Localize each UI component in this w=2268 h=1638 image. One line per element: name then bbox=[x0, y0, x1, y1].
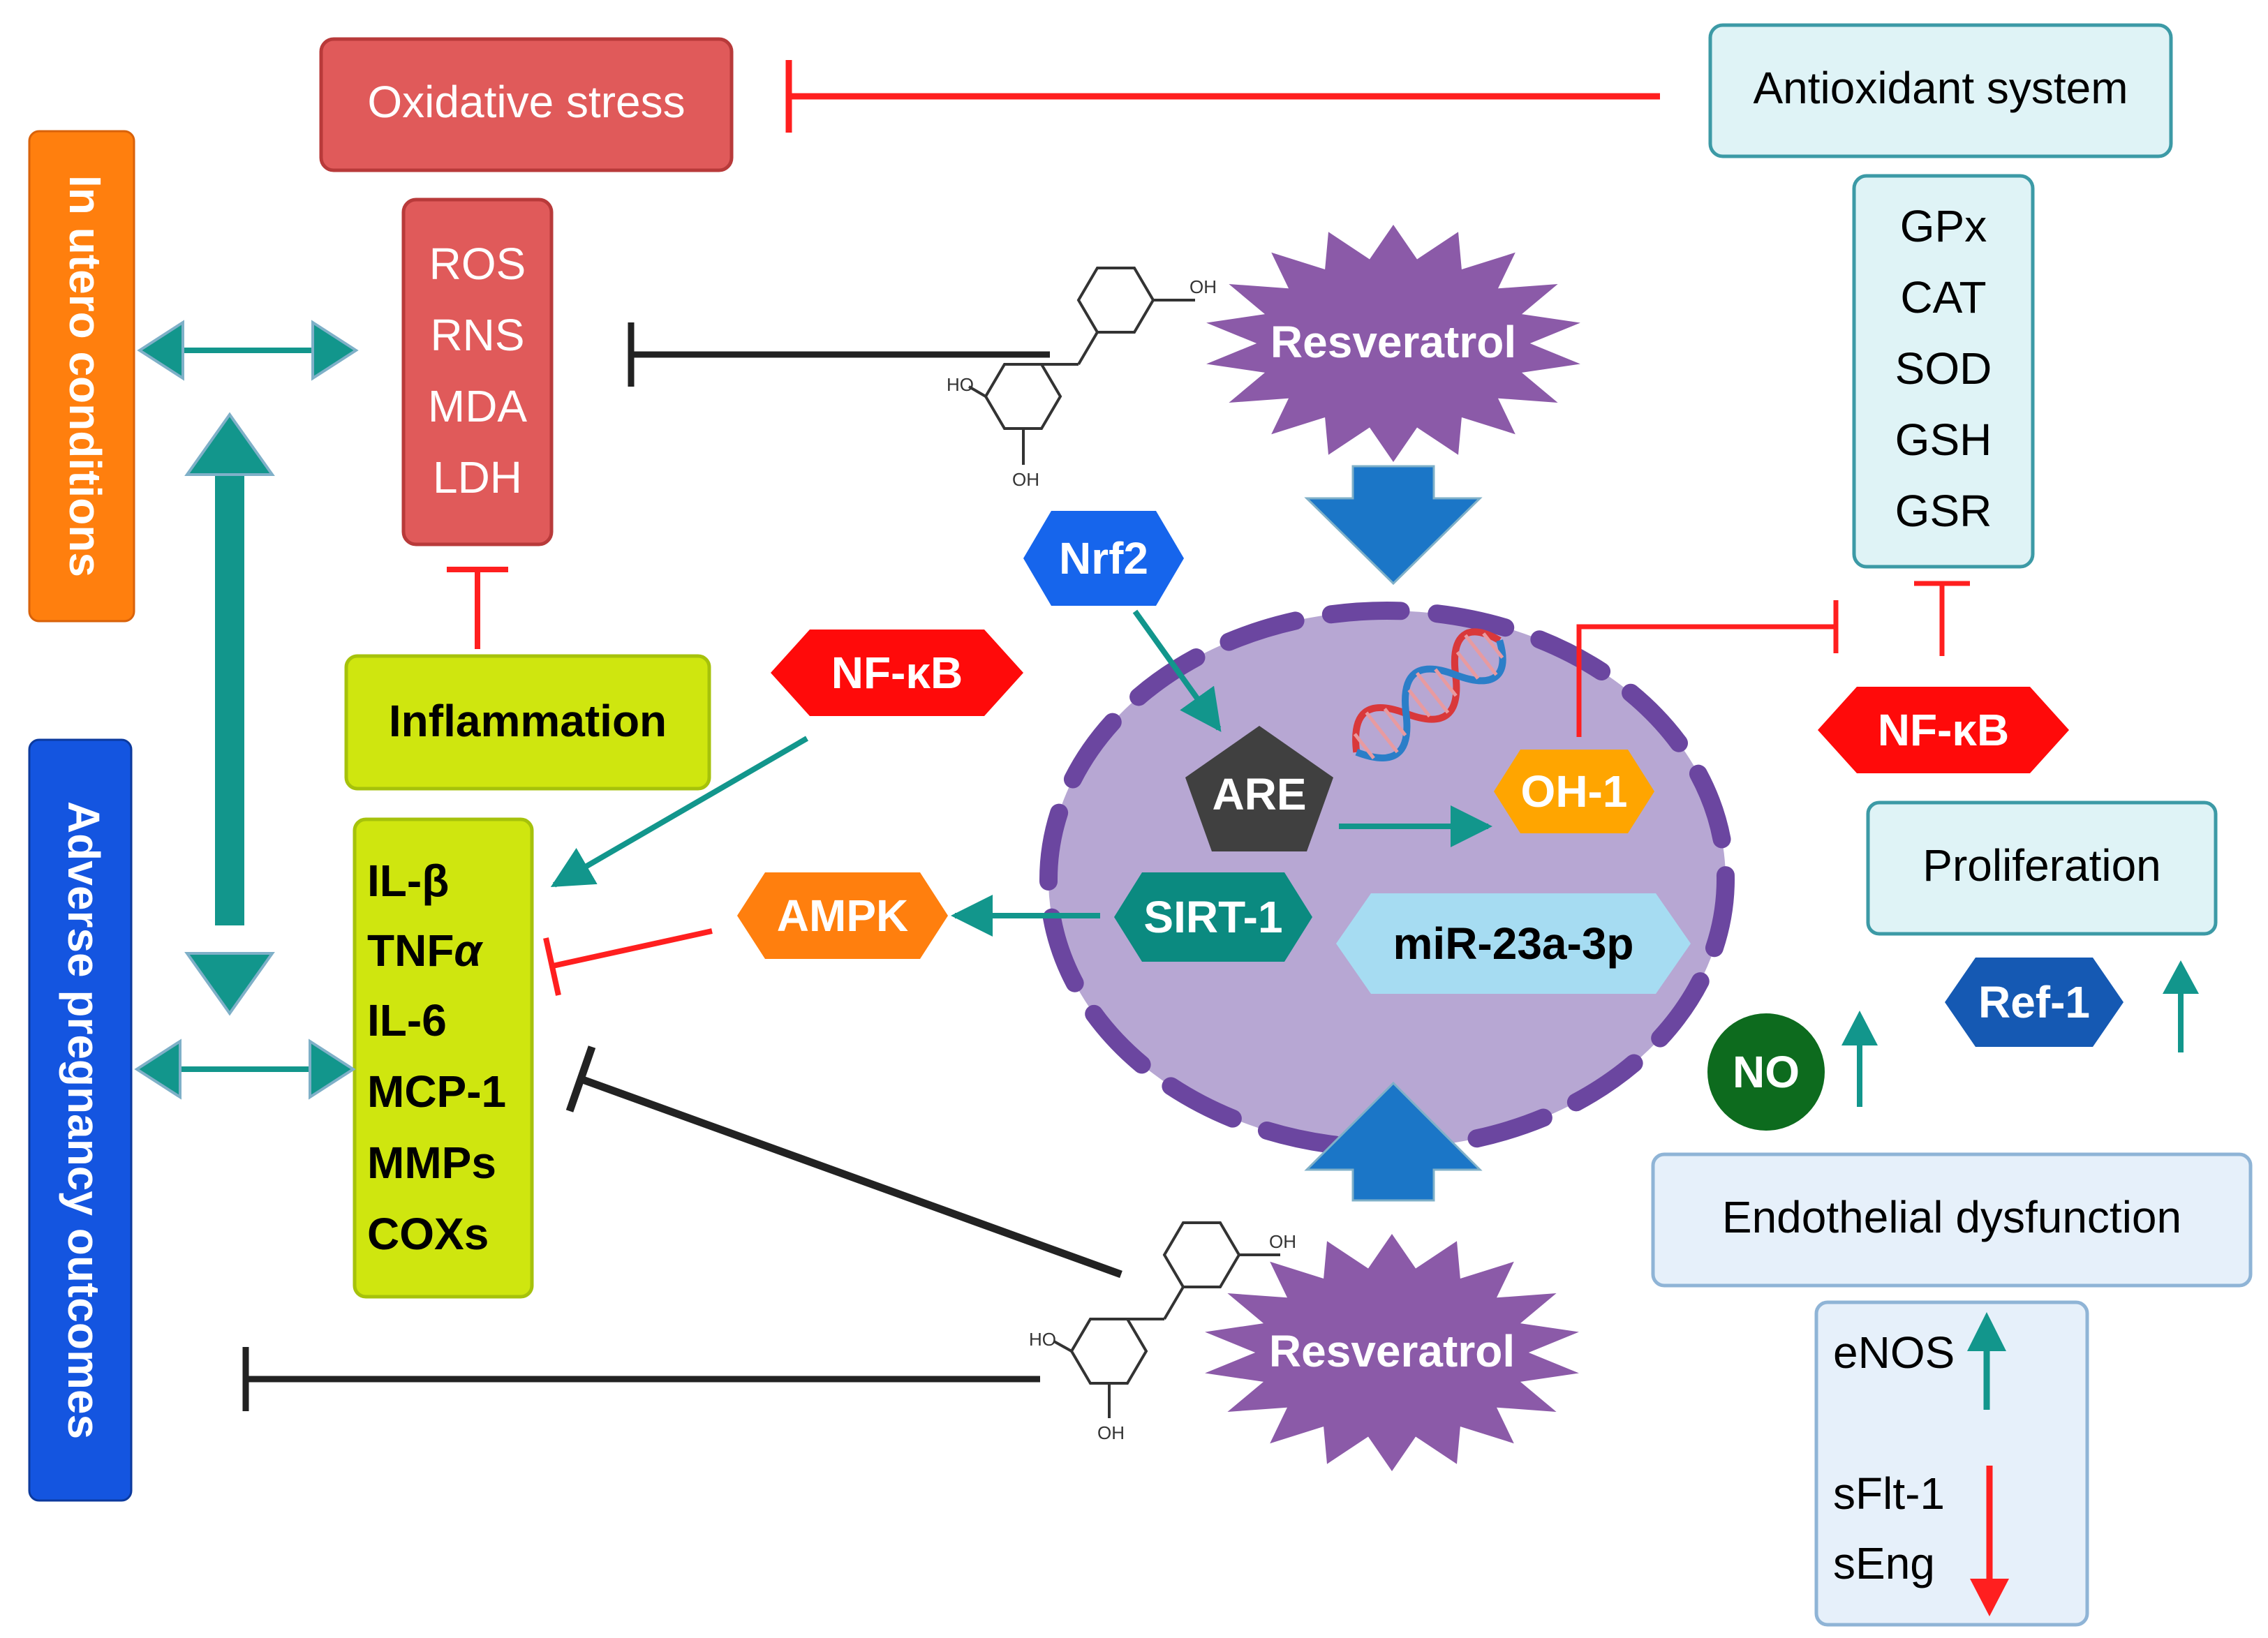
oh1-hexagon: OH-1 bbox=[1494, 750, 1654, 833]
inhibit-antioxidant-to-oxidative bbox=[785, 60, 1660, 133]
arrow-up-proliferation bbox=[2163, 960, 2199, 1052]
resveratrol-bottom-burst bbox=[1205, 1234, 1579, 1471]
cytokine-il-beta: IL-β bbox=[367, 856, 449, 906]
resveratrol-bottom-ho: HO bbox=[1029, 1329, 1056, 1350]
nrf2-hexagon: Nrf2 bbox=[1023, 511, 1184, 606]
endothelial-title: Endothelial dysfunction bbox=[1722, 1192, 2181, 1242]
endothelial-box: Endothelial dysfunction bbox=[1651, 1152, 2253, 1288]
ampk-label: AMPK bbox=[777, 891, 908, 941]
cytokine-tnf-alpha: α bbox=[454, 925, 483, 976]
resveratrol-top-label: Resveratrol bbox=[1270, 317, 1516, 367]
ampk-hexagon: AMPK bbox=[737, 872, 948, 959]
enos-label: eNOS bbox=[1833, 1327, 1955, 1378]
marker-rns: RNS bbox=[430, 310, 524, 360]
oxidative-stress-box: Oxidative stress bbox=[319, 37, 734, 172]
burst-bottom-shape bbox=[1205, 1234, 1579, 1471]
resveratrol-bottom-molecule-icon bbox=[1053, 1221, 1280, 1418]
cytokine-tnf: TNFα bbox=[367, 925, 483, 976]
antioxidant-system-box: Antioxidant system bbox=[1708, 23, 2173, 158]
arrow-down-sflt bbox=[1970, 1466, 2009, 1616]
sirt1-label: SIRT-1 bbox=[1143, 892, 1282, 942]
sirt1-hexagon: SIRT-1 bbox=[1114, 872, 1312, 962]
no-circle: NO bbox=[1707, 1013, 1825, 1131]
inhibit-resveratrol-to-adverse bbox=[242, 1347, 1040, 1411]
marker-ros: ROS bbox=[429, 239, 526, 289]
enzyme-gpx: GPx bbox=[1900, 201, 1987, 251]
sflt1-label: sFlt-1 bbox=[1833, 1468, 1945, 1519]
double-arrow-adverse-cytokines bbox=[134, 1038, 356, 1100]
in-utero-label: In utero conditions bbox=[28, 130, 135, 623]
arrow-up-enos bbox=[1967, 1312, 2006, 1410]
ref1-label: Ref-1 bbox=[1978, 977, 2090, 1027]
oh1-label: OH-1 bbox=[1521, 766, 1628, 817]
enzyme-gsr: GSR bbox=[1895, 486, 1992, 536]
seng-label: sEng bbox=[1833, 1538, 1935, 1588]
nfkb-left-label: NF-κB bbox=[831, 648, 963, 698]
inflammation-title: Inflammation bbox=[389, 696, 667, 746]
resveratrol-bottom-oh: OH bbox=[1269, 1231, 1296, 1252]
nfkb-right-hexagon: NF-κB bbox=[1818, 687, 2069, 773]
dna-helix-icon bbox=[1352, 628, 1506, 761]
double-arrow-in-utero-markers bbox=[137, 320, 359, 381]
in-utero-text: In utero conditions bbox=[60, 175, 110, 577]
ref1-hexagon: Ref-1 bbox=[1945, 958, 2124, 1047]
arrow-nrf2-to-are bbox=[1132, 609, 1222, 732]
nrf2-label: Nrf2 bbox=[1059, 533, 1148, 583]
big-arrow-up bbox=[1304, 1081, 1483, 1202]
cytokines-box: IL-β TNFα IL-6 MCP-1 MMPs COXs bbox=[353, 817, 534, 1299]
mir-label: miR-23a-3p bbox=[1393, 918, 1634, 969]
proliferation-title: Proliferation bbox=[1922, 840, 2161, 891]
cytokine-coxs: COXs bbox=[367, 1209, 489, 1259]
enzyme-gsh: GSH bbox=[1895, 415, 1992, 465]
resveratrol-top-ho: HO bbox=[947, 374, 974, 395]
adverse-outcomes-label: Adverse pregnancy outcomes bbox=[28, 738, 133, 1502]
resveratrol-top-oh2: OH bbox=[1012, 469, 1039, 490]
big-arrow-down bbox=[1304, 465, 1483, 586]
marker-ldh: LDH bbox=[433, 452, 522, 502]
inflammation-box: Inflammation bbox=[344, 654, 711, 791]
cytokine-il-6: IL-6 bbox=[367, 995, 447, 1045]
no-label: NO bbox=[1733, 1047, 1800, 1097]
resveratrol-bottom-label: Resveratrol bbox=[1269, 1326, 1515, 1376]
enzyme-sod: SOD bbox=[1895, 343, 1992, 394]
inhibit-inflammation-to-markers bbox=[447, 567, 508, 649]
nfkb-right-label: NF-κB bbox=[1878, 705, 2010, 755]
oxidative-stress-title: Oxidative stress bbox=[367, 77, 685, 127]
adverse-outcomes-text: Adverse pregnancy outcomes bbox=[59, 801, 109, 1439]
cytokine-mcp-1: MCP-1 bbox=[367, 1066, 506, 1117]
marker-mda: MDA bbox=[428, 381, 528, 431]
cytokine-tnf-base: TNF bbox=[367, 925, 454, 976]
endothelial-markers-box: eNOS sFlt-1 sEng bbox=[1814, 1300, 2089, 1627]
resveratrol-top-burst bbox=[1206, 225, 1580, 462]
nfkb-left-hexagon: NF-κB bbox=[771, 630, 1023, 716]
inhibit-resveratrol-to-cytokines bbox=[565, 1045, 1122, 1279]
enzyme-cat: CAT bbox=[1900, 272, 1986, 322]
inhibit-nfkb-to-enzymes bbox=[1914, 581, 1970, 656]
inhibit-ampk-to-cytokines bbox=[543, 928, 713, 996]
double-arrow-vertical bbox=[184, 412, 275, 1016]
mir-hexagon: miR-23a-3p bbox=[1336, 893, 1691, 994]
inhibit-resveratrol-to-markers bbox=[628, 322, 1050, 387]
resveratrol-top-molecule-icon bbox=[968, 267, 1195, 465]
resveratrol-bottom-oh2: OH bbox=[1097, 1422, 1125, 1443]
inhibit-oh1-to-enzymes bbox=[1576, 600, 1839, 737]
arrow-up-no bbox=[1841, 1011, 1878, 1107]
oxidative-markers-box: ROS RNS MDA LDH bbox=[401, 198, 554, 546]
burst-top-shape bbox=[1206, 225, 1580, 462]
antioxidant-enzymes-box: GPx CAT SOD GSH GSR bbox=[1852, 174, 2035, 569]
cytokine-mmps: MMPs bbox=[367, 1138, 496, 1188]
are-pentagon: ARE bbox=[1185, 726, 1333, 851]
antioxidant-title: Antioxidant system bbox=[1753, 63, 2128, 113]
proliferation-box: Proliferation bbox=[1866, 801, 2218, 936]
are-label: ARE bbox=[1212, 769, 1306, 819]
arrow-nfkb-to-cytokines bbox=[550, 736, 809, 888]
resveratrol-top-oh: OH bbox=[1189, 276, 1217, 297]
